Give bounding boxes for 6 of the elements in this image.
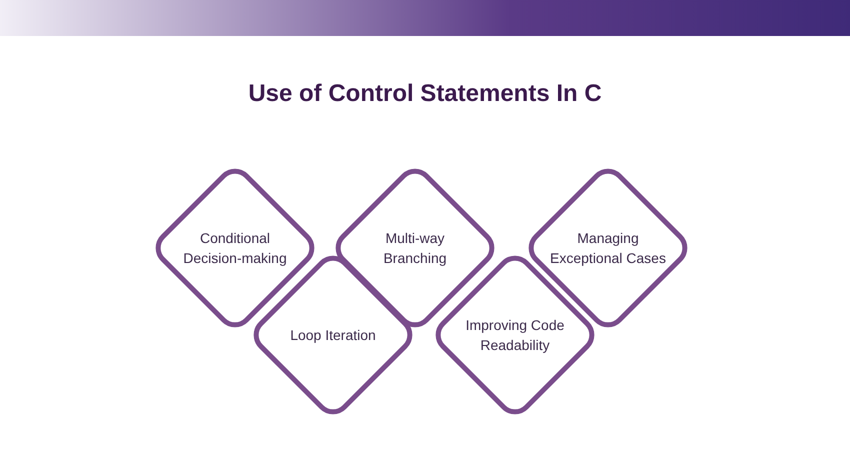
node-label: Improving Code Readability — [464, 316, 566, 355]
node-label: Loop Iteration — [289, 326, 377, 345]
node-label: Multi-way Branching — [382, 229, 448, 268]
node-label: Conditional Decision-making — [182, 229, 288, 268]
title: Use of Control Statements In C — [247, 80, 603, 108]
node-label: Managing Exceptional Cases — [549, 229, 667, 268]
